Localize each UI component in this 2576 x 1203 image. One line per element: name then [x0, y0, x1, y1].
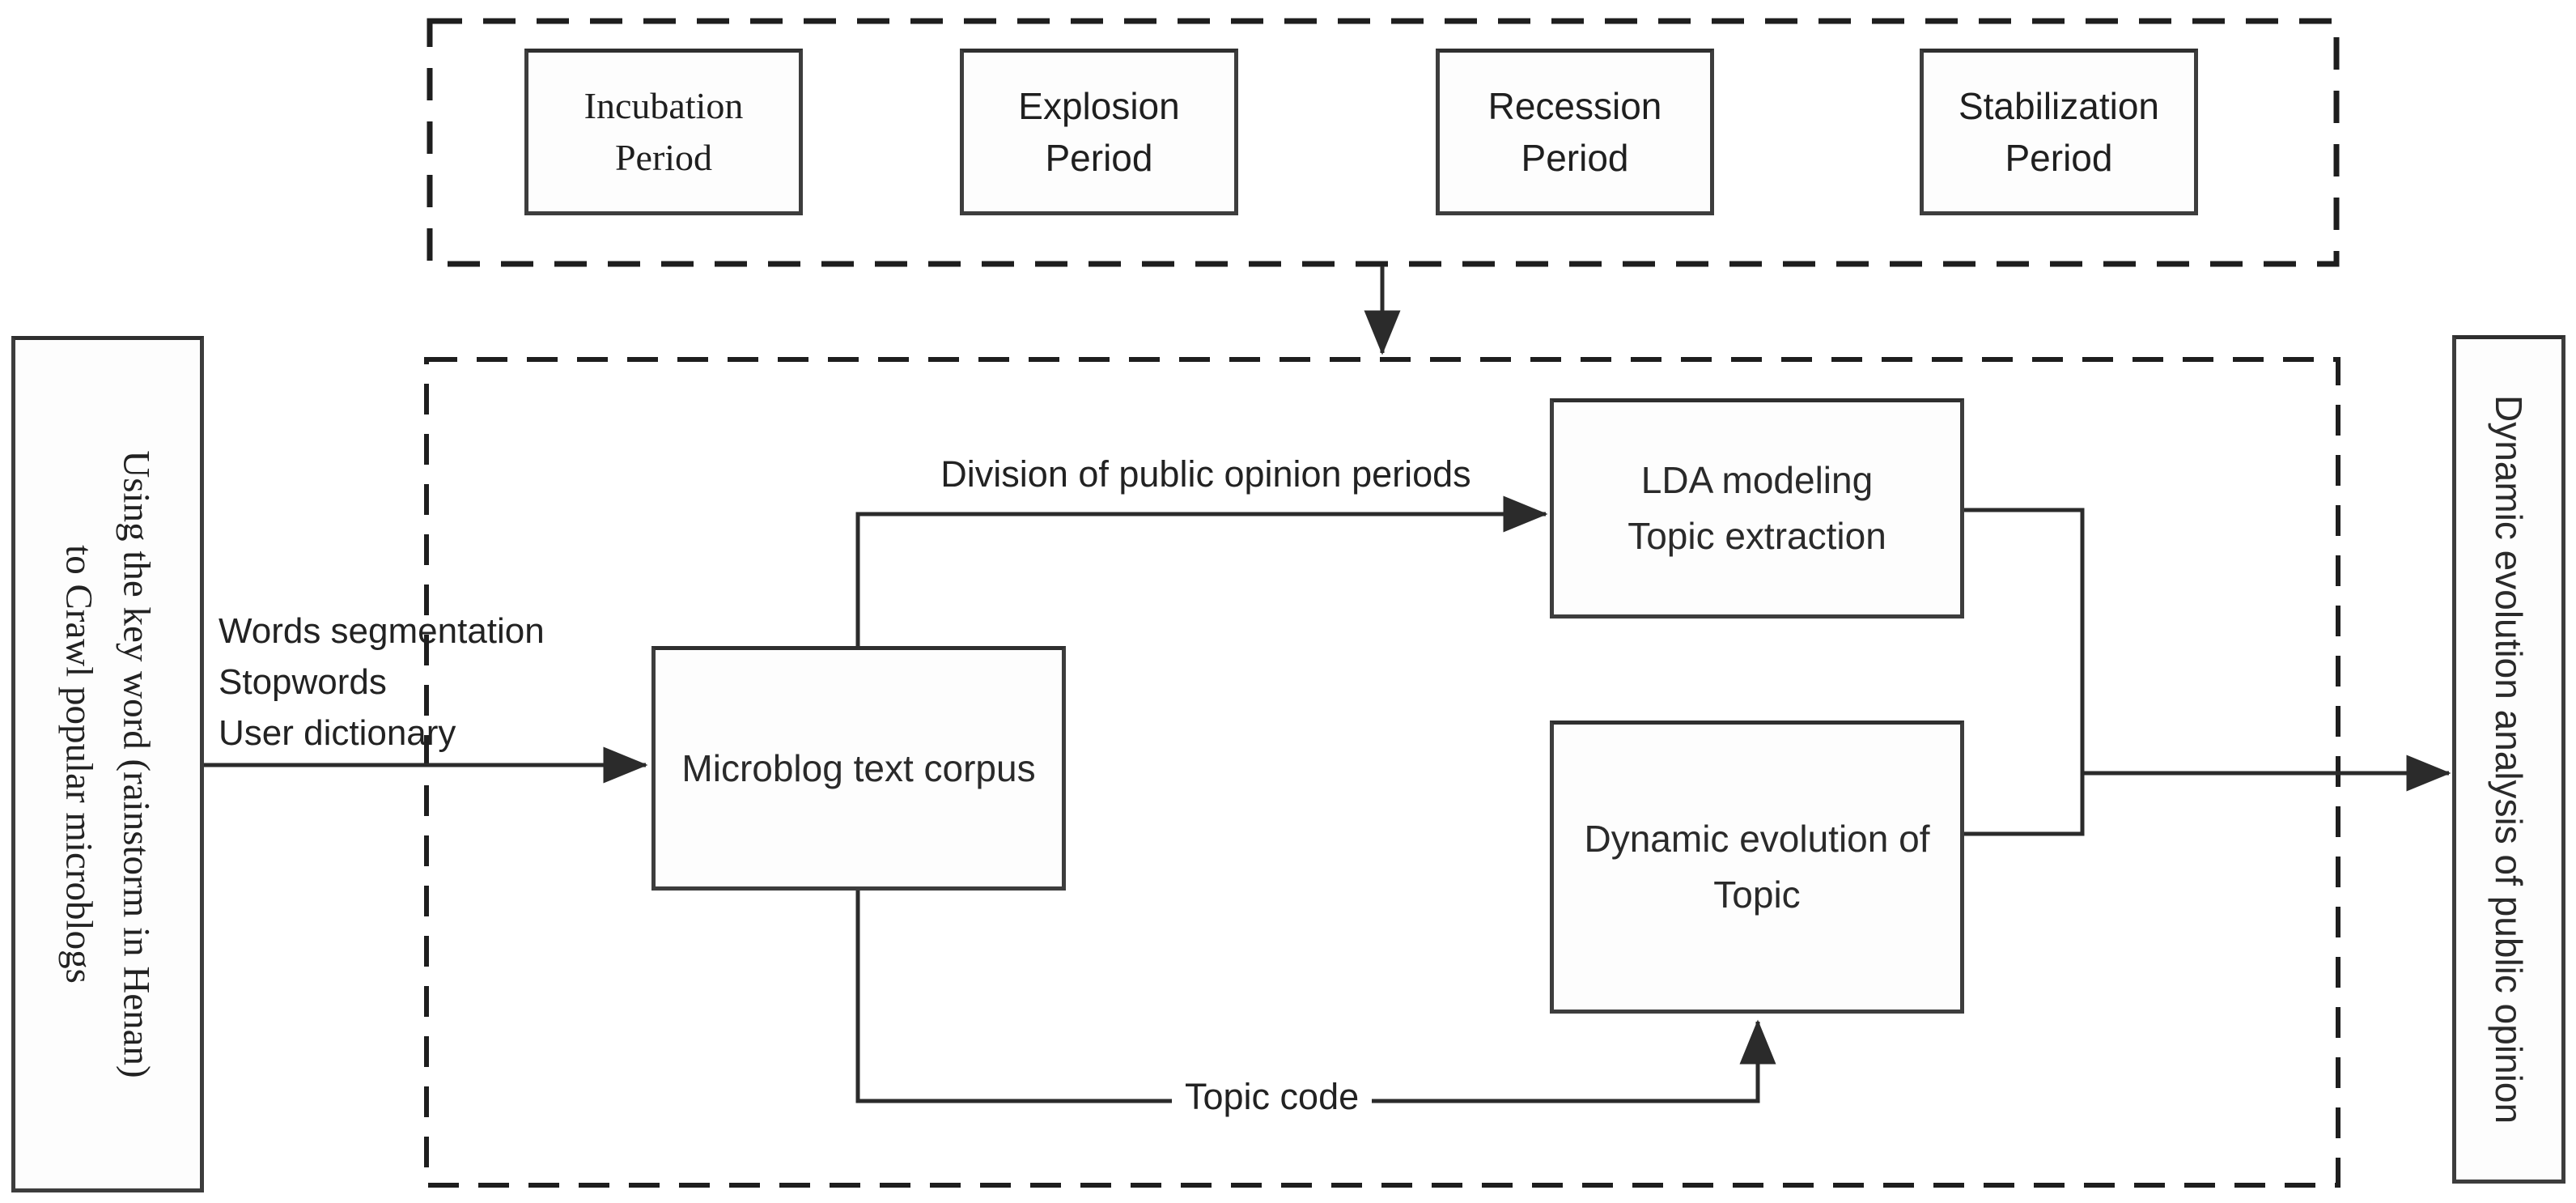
topic-code-label: Topic code	[1172, 1076, 1373, 1118]
period-label: Period	[2005, 137, 2113, 179]
output-analysis-text: Dynamic evolution analysis of public opi…	[2488, 394, 2530, 1124]
microblog-corpus-label: Microblog text corpus	[681, 746, 1036, 789]
topic-evolution-line2: Topic	[1713, 874, 1801, 916]
preprocessing-line3: User dictionary	[219, 713, 456, 753]
merge-bracket	[1964, 508, 2085, 836]
period-label: Incubation	[584, 84, 744, 126]
arrow-corpus-to-lda	[855, 495, 1548, 646]
period-label: Period	[614, 137, 713, 178]
division-periods-label: Division of public opinion periods	[940, 453, 1471, 495]
period-box-stabilization: Stabilization Period	[1920, 49, 2198, 215]
preprocessing-line1: Words segmentation	[219, 611, 545, 651]
lifecycle-panel-border	[427, 18, 2340, 267]
microblog-corpus-node: Microblog text corpus	[651, 646, 1066, 891]
crawl-keyword-text: Using the key word (rainstorm in Henan) …	[51, 342, 165, 1188]
topic-evolution-node: Dynamic evolution of Topic	[1550, 721, 1964, 1014]
crawl-keyword-line1: Using the key word (rainstorm in Henan)	[115, 450, 158, 1078]
preprocessing-line2: Stopwords	[219, 662, 387, 702]
period-box-incubation: Incubation Period	[524, 49, 803, 215]
period-label: Stabilization	[1958, 84, 2160, 127]
crawl-keyword-box: Using the key word (rainstorm in Henan) …	[11, 336, 204, 1192]
lda-label-line1: LDA modeling	[1640, 459, 1874, 501]
output-analysis-box: Dynamic evolution analysis of public opi…	[2452, 335, 2565, 1184]
lda-label-line2: Topic extraction	[1628, 515, 1886, 557]
lda-modeling-node: LDA modeling Topic extraction	[1550, 398, 1964, 619]
period-label: Period	[1045, 137, 1153, 179]
period-label: Period	[1521, 137, 1629, 179]
period-label: Recession	[1487, 84, 1662, 127]
period-box-recession: Recession Period	[1436, 49, 1714, 215]
topic-evolution-line1: Dynamic evolution of	[1584, 818, 1930, 860]
period-box-explosion: Explosion Period	[960, 49, 1238, 215]
period-label: Explosion	[1018, 84, 1180, 127]
preprocessing-label: Words segmentation Stopwords User dictio…	[219, 606, 545, 759]
crawl-keyword-line2: to Crawl popular microblogs	[58, 545, 100, 984]
